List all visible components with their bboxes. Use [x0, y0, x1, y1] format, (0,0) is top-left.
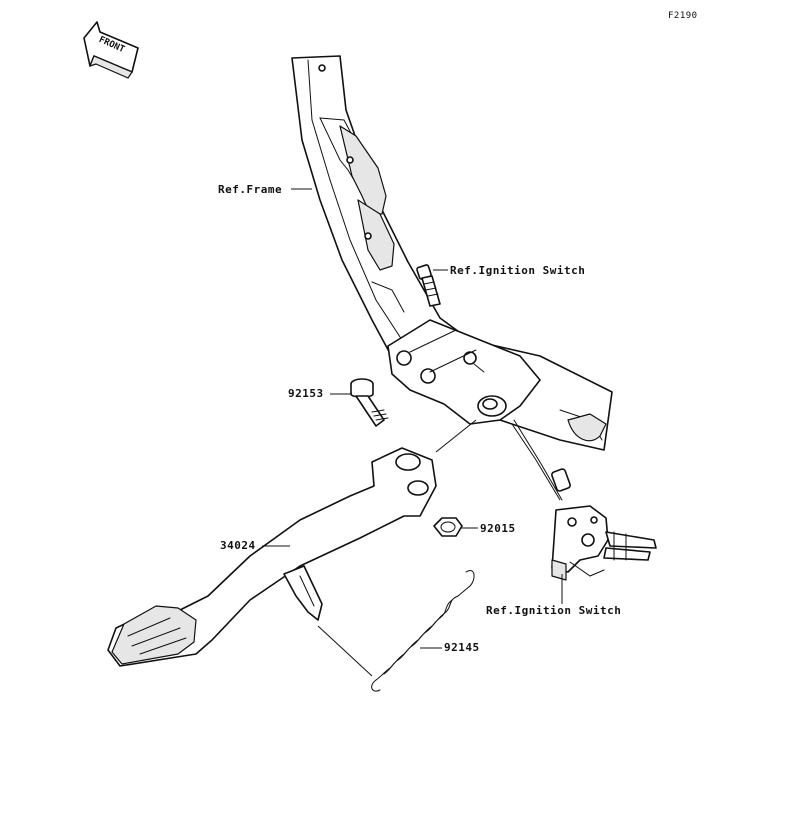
label-part-92015: 92015 [480, 522, 516, 535]
leader-lines [262, 188, 563, 649]
label-part-34024: 34024 [220, 539, 256, 552]
label-ref-ignition-switch-bottom: Ref.Ignition Switch [486, 604, 622, 617]
pivot-bolt-92153 [350, 378, 389, 427]
side-stand-switch [511, 419, 657, 581]
ignition-switch-bolt [416, 264, 441, 307]
side-stand-34024 [107, 447, 437, 667]
label-ref-frame: Ref.Frame [218, 183, 283, 196]
label-part-92145: 92145 [444, 641, 480, 654]
stand-bracket [387, 319, 541, 453]
label-part-92153: 92153 [288, 387, 324, 400]
front-arrow-icon: FRONT [83, 21, 139, 79]
spring-92145 [317, 570, 475, 692]
diagram-code: F2190 [668, 11, 698, 21]
label-ref-ignition-switch-top: Ref.Ignition Switch [450, 264, 586, 277]
nut-92015 [433, 517, 463, 537]
